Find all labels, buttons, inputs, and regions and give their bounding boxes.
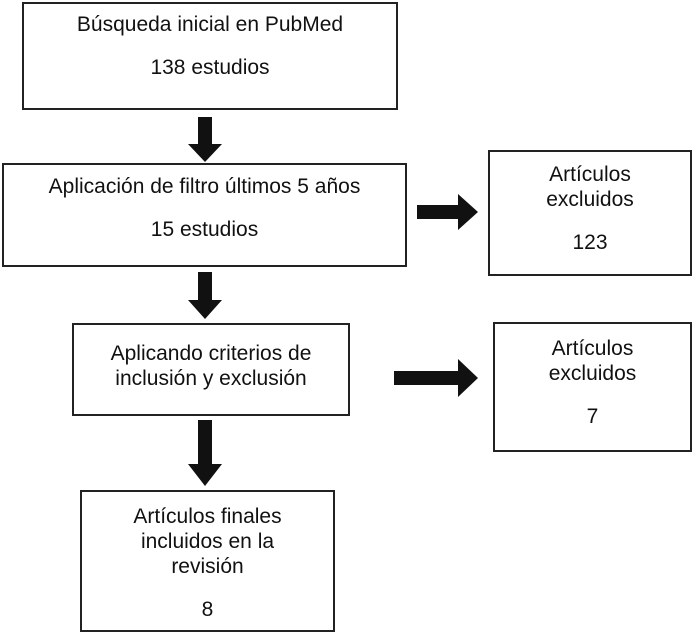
initial-search-box: Búsqueda inicial en PubMed 138 estudios (22, 2, 398, 110)
excluded-2-count: 7 (586, 405, 599, 428)
year-filter-box: Aplicación de filtro últimos 5 años 15 e… (2, 163, 407, 267)
final-line-1: Artículos finales (133, 505, 282, 528)
criteria-line-2: inclusión y exclusión (115, 367, 307, 390)
initial-search-count: 138 estudios (150, 56, 270, 79)
criteria-line-1: Aplicando criterios de (110, 342, 312, 365)
initial-search-title: Búsqueda inicial en PubMed (76, 13, 344, 36)
final-line-3: revisión (171, 555, 244, 578)
final-articles-box: Artículos finales incluidos en la revisi… (80, 490, 335, 632)
right-arrow-2 (394, 359, 478, 397)
right-arrow-1 (417, 194, 478, 230)
final-count: 8 (201, 598, 214, 621)
criteria-box: Aplicando criterios de inclusión y exclu… (72, 323, 350, 416)
down-arrow-3 (188, 420, 222, 486)
excluded-2-line-1: Artículos (551, 337, 634, 360)
down-arrow-2 (188, 272, 222, 319)
excluded-1-count: 123 (572, 231, 608, 254)
year-filter-count: 15 estudios (150, 218, 259, 241)
excluded-1-line-2: excluidos (546, 188, 634, 211)
excluded-2-line-2: excluidos (548, 362, 637, 385)
excluded-box-1: Artículos excluidos 123 (488, 150, 692, 276)
final-line-2: incluidos en la (140, 530, 275, 553)
down-arrow-1 (188, 117, 222, 162)
excluded-box-2: Artículos excluidos 7 (493, 322, 692, 452)
excluded-1-line-1: Artículos (549, 163, 631, 186)
year-filter-title: Aplicación de filtro últimos 5 años (48, 175, 361, 198)
